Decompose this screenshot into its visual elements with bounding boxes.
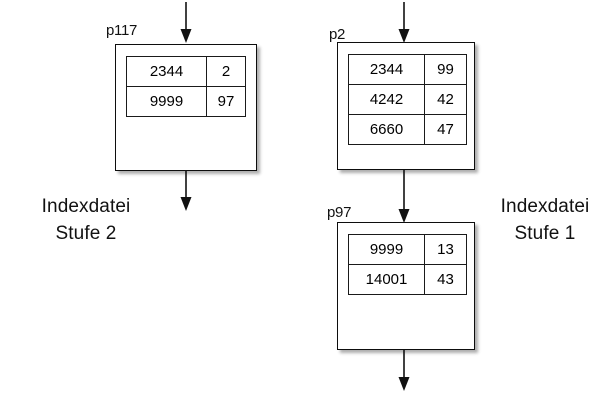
cell-key: 9999 xyxy=(126,86,207,117)
caption-right-level1: Indexdatei Stufe 1 xyxy=(490,194,600,248)
cell-value: 43 xyxy=(424,264,467,295)
node-label-p97: p97 xyxy=(327,204,352,221)
key-table-p117: 2344 2 9999 97 xyxy=(126,56,246,117)
node-box-p117[interactable]: 2344 2 9999 97 xyxy=(115,44,257,171)
node-box-p97[interactable]: 9999 13 14001 43 xyxy=(337,222,475,350)
cell-value: 99 xyxy=(424,54,467,85)
cell-key: 4242 xyxy=(348,84,425,115)
arrow-into-p117 xyxy=(178,2,194,44)
arrow-out-of-p117 xyxy=(178,170,194,212)
table-row: 9999 13 xyxy=(348,234,467,265)
node-label-p2: p2 xyxy=(329,26,346,43)
cell-key: 9999 xyxy=(348,234,425,265)
cell-key: 2344 xyxy=(348,54,425,85)
cell-value: 13 xyxy=(424,234,467,265)
table-row: 6660 47 xyxy=(348,114,467,145)
cell-value: 97 xyxy=(206,86,246,117)
key-table-p2: 2344 99 4242 42 6660 47 xyxy=(348,54,467,145)
cell-value: 2 xyxy=(206,56,246,87)
node-label-p117: p117 xyxy=(106,22,138,39)
table-row: 14001 43 xyxy=(348,264,467,295)
table-row: 4242 42 xyxy=(348,84,467,115)
cell-value: 47 xyxy=(424,114,467,145)
caption-right-line1: Indexdatei xyxy=(500,196,590,217)
table-row: 2344 99 xyxy=(348,54,467,85)
caption-left-line2: Stufe 2 xyxy=(55,222,117,244)
cell-value: 42 xyxy=(424,84,467,115)
arrow-out-of-p97 xyxy=(396,350,412,392)
caption-left-level2: Indexdatei Stufe 2 xyxy=(16,194,156,248)
arrow-p2-to-p97 xyxy=(396,170,412,224)
table-row: 9999 97 xyxy=(126,86,246,117)
cell-key: 6660 xyxy=(348,114,425,145)
key-table-p97: 9999 13 14001 43 xyxy=(348,234,467,295)
cell-key: 14001 xyxy=(348,264,425,295)
arrow-into-p2 xyxy=(396,2,412,44)
cell-key: 2344 xyxy=(126,56,207,87)
table-row: 2344 2 xyxy=(126,56,246,87)
caption-right-line2: Stufe 1 xyxy=(514,222,576,244)
node-box-p2[interactable]: 2344 99 4242 42 6660 47 xyxy=(337,42,475,170)
caption-left-line1: Indexdatei xyxy=(41,196,131,217)
